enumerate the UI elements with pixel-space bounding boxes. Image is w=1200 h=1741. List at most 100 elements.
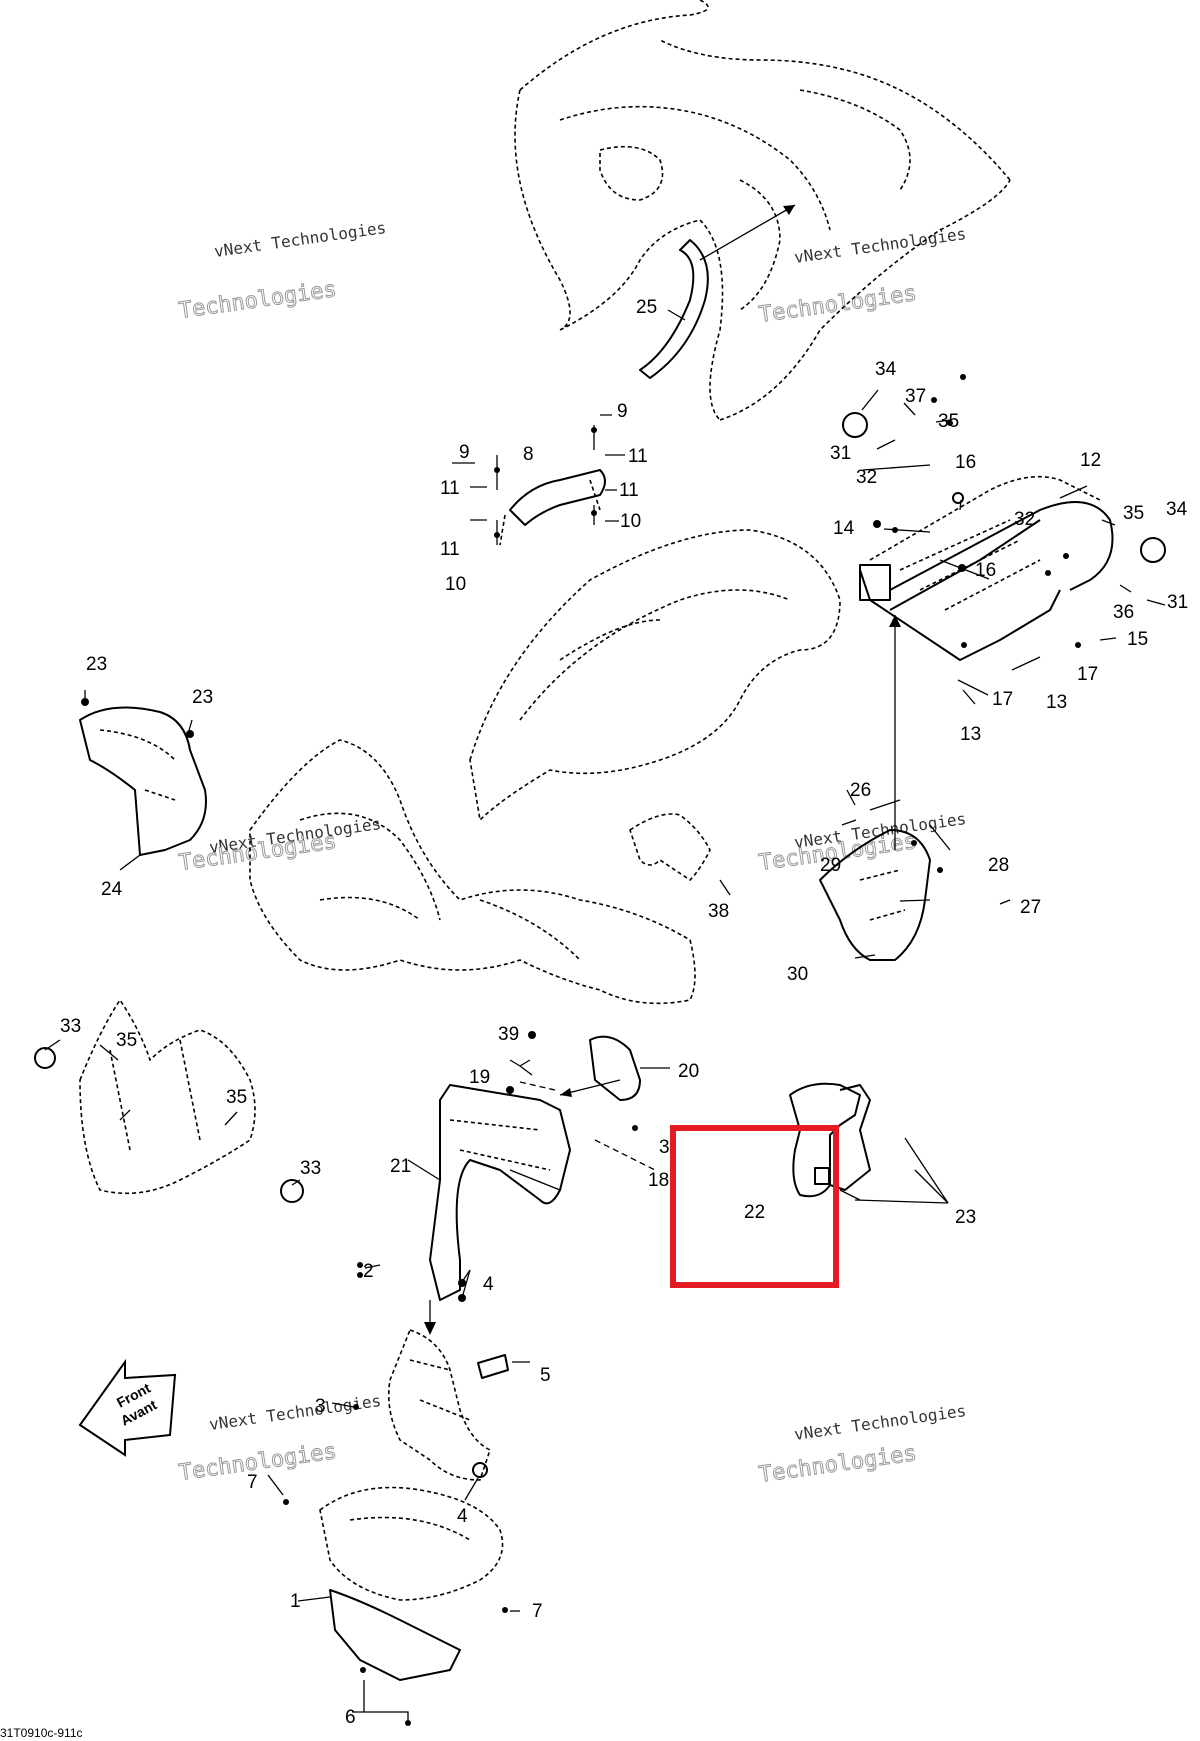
callout-33: 33 xyxy=(60,1016,81,1037)
callout-21: 21 xyxy=(390,1156,411,1177)
callout-14: 14 xyxy=(833,518,855,539)
callout-3: 3 xyxy=(315,1396,326,1417)
callout-2: 2 xyxy=(363,1261,374,1282)
callout-16: 16 xyxy=(975,560,996,581)
part-8-bracket xyxy=(494,425,606,546)
callout-11: 11 xyxy=(440,539,460,560)
callout-37: 37 xyxy=(905,386,926,407)
front-center-fender xyxy=(469,529,841,821)
callout-32: 32 xyxy=(1014,509,1035,530)
callout-32: 32 xyxy=(856,467,877,488)
callout-leaders xyxy=(44,309,1166,1725)
callout-16: 16 xyxy=(955,452,976,473)
arrow xyxy=(699,204,796,261)
callout-39: 39 xyxy=(498,1024,519,1045)
lower-bracket xyxy=(387,1329,491,1481)
hardware-fasteners xyxy=(81,374,1166,1726)
watermark: vNext Technologies Technologies xyxy=(177,814,382,876)
callout-5: 5 xyxy=(540,1365,551,1386)
callout-23: 23 xyxy=(955,1207,976,1228)
callout-35: 35 xyxy=(226,1087,247,1108)
svg-text:vNext Technologies: vNext Technologies xyxy=(793,224,967,267)
callout-19: 19 xyxy=(469,1067,490,1088)
arrowhead xyxy=(424,1322,436,1335)
svg-text:Technologies: Technologies xyxy=(757,1441,918,1488)
callout-35: 35 xyxy=(116,1030,137,1051)
callout-30: 30 xyxy=(787,964,808,985)
callout-28: 28 xyxy=(988,855,1009,876)
callout-11: 11 xyxy=(440,478,460,499)
callout-33: 33 xyxy=(300,1158,321,1179)
watermark: vNext Technologies Technologies xyxy=(757,809,967,876)
part-21-front-bracket xyxy=(429,1084,571,1301)
callout-17: 17 xyxy=(1077,664,1098,685)
callout-34: 34 xyxy=(875,359,897,380)
callout-3: 3 xyxy=(659,1137,670,1158)
arrowhead xyxy=(560,1088,572,1097)
highlight-box xyxy=(670,1125,839,1288)
arrowhead xyxy=(783,205,795,215)
callout-4: 4 xyxy=(457,1506,468,1527)
callout-31: 31 xyxy=(1167,592,1188,613)
callout-10: 10 xyxy=(620,511,641,532)
callout-26: 26 xyxy=(850,780,871,801)
callout-9: 9 xyxy=(617,401,628,422)
callout-10: 10 xyxy=(445,574,466,595)
callout-11: 11 xyxy=(628,446,648,467)
callout-22: 22 xyxy=(744,1202,765,1223)
svg-text:Technologies: Technologies xyxy=(177,277,338,324)
svg-text:Technologies: Technologies xyxy=(757,281,918,328)
svg-text:vNext Technologies: vNext Technologies xyxy=(793,1401,967,1444)
callout-31: 31 xyxy=(830,443,851,464)
callout-7: 7 xyxy=(247,1472,258,1493)
watermark: vNext Technologies Technologies xyxy=(177,1391,382,1486)
lower-left-fender xyxy=(34,999,304,1203)
svg-text:vNext Technologies: vNext Technologies xyxy=(208,1391,382,1434)
callout-17: 17 xyxy=(992,689,1013,710)
callout-20: 20 xyxy=(678,1061,699,1082)
watermark: vNext Technologies Technologies xyxy=(177,218,387,324)
drawing-code: 31T0910c-911c xyxy=(0,1726,83,1740)
callout-34: 34 xyxy=(1166,499,1188,520)
callout-13: 13 xyxy=(1046,692,1067,713)
part-20-support xyxy=(589,1035,641,1101)
arrowhead xyxy=(889,615,901,627)
callout-4: 4 xyxy=(483,1274,494,1295)
callout-27: 27 xyxy=(1020,897,1041,918)
callout-7: 7 xyxy=(532,1601,543,1622)
callout-labels: 25 34 37 35 31 32 16 12 14 32 35 34 16 3… xyxy=(60,297,1188,1728)
callout-35: 35 xyxy=(1123,503,1144,524)
svg-text:vNext Technologies: vNext Technologies xyxy=(213,218,387,261)
callout-24: 24 xyxy=(101,879,123,900)
callout-6: 6 xyxy=(345,1707,356,1728)
part-5-spacer xyxy=(477,1354,509,1379)
callout-11: 11 xyxy=(619,480,639,501)
dashed-leader xyxy=(519,1081,556,1091)
callout-23: 23 xyxy=(86,654,107,675)
callout-12: 12 xyxy=(1080,450,1101,471)
callout-25: 25 xyxy=(636,297,657,318)
callout-8: 8 xyxy=(523,444,534,465)
callout-23: 23 xyxy=(192,687,213,708)
watermark: vNext Technologies Technologies xyxy=(757,224,967,328)
part-12-rear-rack xyxy=(859,475,1114,661)
callout-15: 15 xyxy=(1127,629,1148,650)
callout-18: 18 xyxy=(648,1170,669,1191)
callout-36: 36 xyxy=(1113,602,1134,623)
part-38-bracket xyxy=(629,813,711,881)
watermark: vNext Technologies Technologies xyxy=(757,1401,967,1488)
callout-38: 38 xyxy=(708,901,729,922)
part-25-trim xyxy=(639,239,709,379)
callout-35: 35 xyxy=(938,411,959,432)
callout-1: 1 xyxy=(290,1591,301,1612)
callout-9: 9 xyxy=(459,442,470,463)
rear-fender xyxy=(514,0,1011,421)
front-lower-fender xyxy=(249,739,696,1005)
front-direction-arrow: Front Avant xyxy=(78,1358,177,1457)
callout-29: 29 xyxy=(820,855,841,876)
dashed-leader xyxy=(594,1139,656,1171)
part-1-front-bumper xyxy=(319,1486,504,1681)
svg-text:Technologies: Technologies xyxy=(177,1439,338,1486)
part-24-side-panel xyxy=(79,706,207,856)
